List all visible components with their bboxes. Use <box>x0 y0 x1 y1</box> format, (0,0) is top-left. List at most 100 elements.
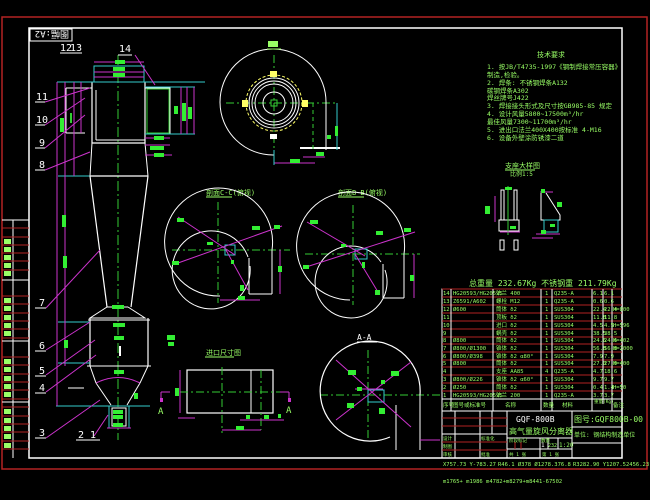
svg-text:最佳风量7300~11700m³/hr: 最佳风量7300~11700m³/hr <box>487 117 572 126</box>
svg-text:0.6: 0.6 <box>604 299 614 305</box>
svg-text:批准: 批准 <box>481 451 490 458</box>
svg-text:27.0: 27.0 <box>593 361 606 367</box>
svg-text:7.9: 7.9 <box>593 354 603 360</box>
svg-text:56.8: 56.8 <box>593 346 606 352</box>
svg-text:9.7: 9.7 <box>593 377 603 383</box>
svg-text:12: 12 <box>60 43 72 54</box>
svg-text:法兰 400: 法兰 400 <box>496 289 520 297</box>
section-b-view[interactable]: 剖面B-B(俯视) <box>296 188 420 319</box>
coordinate-readout: X757.73 Y-783.27 R46.1 Ø378 Ø1278.376.8 … <box>443 461 649 485</box>
total-weight-text: 总重量 232.67Kg 不锈钢重 211.79Kg <box>469 278 617 288</box>
cyclone-elevation-view[interactable] <box>56 55 205 440</box>
top-view[interactable] <box>219 41 340 165</box>
svg-text:3: 3 <box>443 377 446 383</box>
svg-text:总重量 232.67Kg 不锈钢重 211.79Kg: 总重量 232.67Kg 不锈钢重 211.79Kg <box>469 278 617 288</box>
svg-text:审核: 审核 <box>443 451 452 458</box>
svg-text:14: 14 <box>443 291 450 297</box>
svg-text:制图: 制图 <box>443 443 452 450</box>
svg-text:6: 6 <box>39 341 45 352</box>
svg-text:SUS304: SUS304 <box>554 377 575 383</box>
drawing-number: 图号:GQF800B-00 <box>574 415 643 424</box>
svg-text:24.6: 24.6 <box>604 338 617 344</box>
svg-text:1.4: 1.4 <box>604 385 615 391</box>
svg-text:10: 10 <box>443 323 450 329</box>
svg-text:18.6: 18.6 <box>604 369 617 375</box>
svg-text:4: 4 <box>545 369 549 375</box>
section-marker-right: A <box>286 406 292 416</box>
svg-text:A-A: A-A <box>357 333 372 342</box>
svg-text:4. 设计风量5800~17500m³/hr: 4. 设计风量5800~17500m³/hr <box>487 109 584 118</box>
svg-text:比例1:5: 比例1:5 <box>510 170 533 178</box>
svg-text:4.5: 4.5 <box>604 323 614 329</box>
svg-text:12: 12 <box>443 307 450 313</box>
unit-name: 单位: 钢结构制造单位 <box>574 431 635 439</box>
svg-text:22.4: 22.4 <box>604 307 618 313</box>
svg-text:4.7: 4.7 <box>593 369 603 375</box>
svg-text:H=402: H=402 <box>613 338 630 344</box>
svg-text:6.1: 6.1 <box>593 291 603 297</box>
svg-text:螺栓 M12: 螺栓 M12 <box>496 297 520 305</box>
svg-text:SUS304: SUS304 <box>554 307 575 313</box>
weight-value: 232 <box>548 443 557 449</box>
svg-text:Ø800/Ø226: Ø800/Ø226 <box>453 376 483 383</box>
svg-text:2: 2 <box>78 430 84 441</box>
svg-text:HG20593/HG20595: HG20593/HG20595 <box>453 291 503 297</box>
svg-text:9.7: 9.7 <box>604 377 614 383</box>
svg-text:1: 1 <box>545 361 548 367</box>
qty-label: 数量 <box>541 437 550 444</box>
svg-text:SUS304: SUS304 <box>554 331 575 337</box>
svg-text:1: 1 <box>545 346 548 352</box>
svg-text:SUS304: SUS304 <box>554 338 575 344</box>
svg-text:3: 3 <box>39 428 45 439</box>
svg-text:碳钢焊条A302: 碳钢焊条A302 <box>487 86 529 95</box>
svg-text:10: 10 <box>36 115 48 126</box>
svg-text:1: 1 <box>545 377 548 383</box>
svg-text:9: 9 <box>39 138 45 149</box>
svg-text:m1765+ m1986 m4782+m8279+m8441: m1765+ m1986 m4782+m8279+m8441-67502 <box>443 479 562 485</box>
svg-text:锥体 δ2 α80°: 锥体 δ2 α80° <box>496 352 534 360</box>
section-c-view[interactable]: 剖面C-C(俯视) <box>164 187 290 310</box>
svg-text:2: 2 <box>443 385 446 391</box>
svg-text:设计: 设计 <box>443 435 452 442</box>
left-revision-strip <box>2 219 29 458</box>
svg-text:8: 8 <box>443 338 446 344</box>
svg-text:Ø250: Ø250 <box>453 384 466 391</box>
svg-text:Z6591/A602: Z6591/A602 <box>453 299 486 305</box>
scale-value: 1:20 <box>559 442 574 449</box>
inner-frame <box>28 27 623 459</box>
product-code: GQF-800B <box>516 415 555 424</box>
leader-lines <box>44 54 156 439</box>
svg-text:剖面C-C(俯视): 剖面C-C(俯视) <box>206 188 255 197</box>
svg-text:H=2000: H=2000 <box>613 346 633 352</box>
sheet-no-label: 第 1 张 <box>542 451 560 458</box>
svg-text:图号或标准号: 图号或标准号 <box>453 401 487 409</box>
svg-text:5: 5 <box>443 361 446 367</box>
sheet-label: 图幅:A2 <box>35 28 69 40</box>
svg-text:Ø800/Ø398: Ø800/Ø398 <box>453 353 483 360</box>
svg-text:1: 1 <box>545 338 548 344</box>
title-block[interactable]: GQF-800B 高气量旋风分离器 图号:GQF800B-00 单位: 钢结构制… <box>441 410 643 459</box>
svg-text:蜗壳 δ2: 蜗壳 δ2 <box>496 329 517 337</box>
svg-text:1: 1 <box>545 385 548 391</box>
svg-text:1: 1 <box>90 430 96 441</box>
svg-text:1: 1 <box>545 307 548 313</box>
svg-text:8: 8 <box>39 160 45 171</box>
technical-requirements: 技术要求 1. 按JB/T4735-1997《钢制焊接常压容器》 制造,检验。 … <box>487 50 621 142</box>
svg-text:1: 1 <box>545 291 548 297</box>
svg-text:X757.73 Y-783.27: X757.73 Y-783.27 <box>443 462 496 468</box>
svg-text:锥体 δ2: 锥体 δ2 <box>496 344 517 352</box>
svg-text:7.9: 7.9 <box>604 354 614 360</box>
svg-text:锥体 δ2 α60°: 锥体 δ2 α60° <box>496 375 534 383</box>
svg-text:SUS304: SUS304 <box>554 385 575 391</box>
support-detail-view[interactable]: 支座大样图 比例1:5 <box>485 161 562 251</box>
svg-text:H=800: H=800 <box>613 307 630 313</box>
svg-text:3.7: 3.7 <box>604 393 614 399</box>
svg-text:1: 1 <box>545 315 548 321</box>
svg-text:38.5: 38.5 <box>593 331 606 337</box>
inlet-view[interactable]: 进口尺寸图 A A <box>158 335 292 433</box>
outer-frame <box>1 16 648 470</box>
section-a-a-view[interactable]: A-A <box>319 333 440 450</box>
svg-text:SUS304: SUS304 <box>554 346 575 352</box>
sheet-label-box <box>29 28 73 42</box>
